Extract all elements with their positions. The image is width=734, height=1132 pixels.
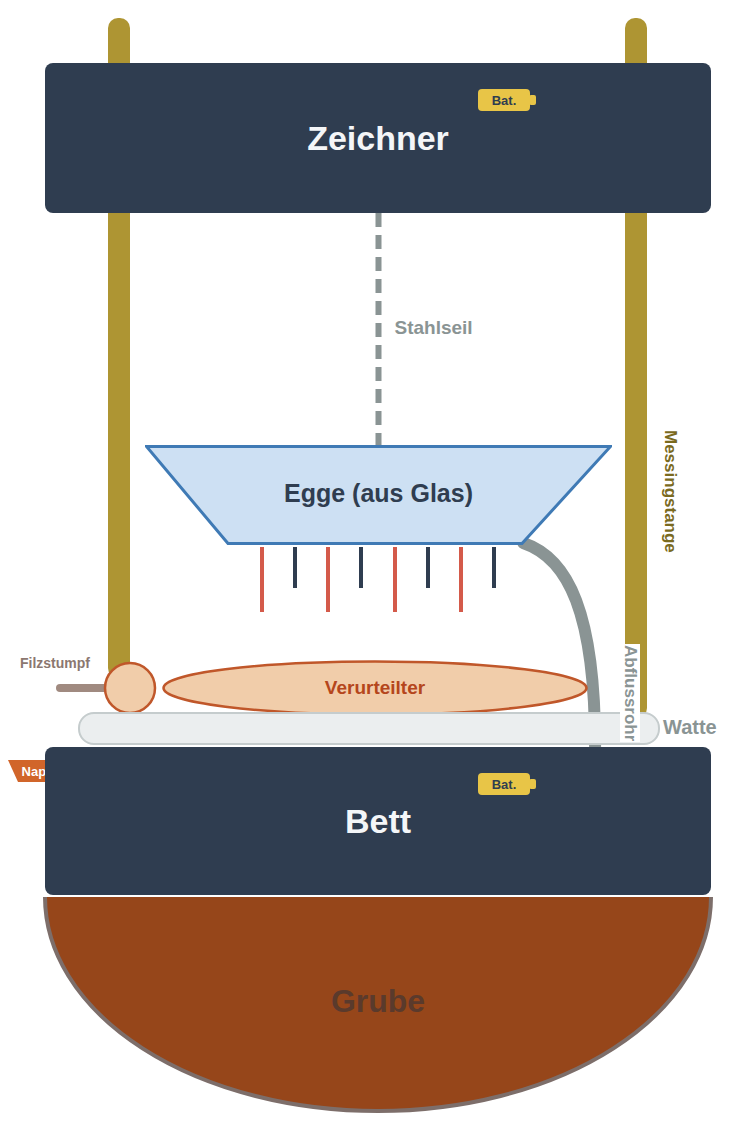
- body-ellipse: [164, 662, 587, 715]
- node-label: Grube: [331, 983, 425, 1020]
- condemned-ellipse: Verurteilter: [162, 660, 588, 716]
- drawer-box: Zeichner Bat.: [45, 63, 711, 213]
- node-label: Watte: [662, 716, 718, 739]
- edge-label: Stahlseil: [395, 317, 473, 339]
- node-label: Bat.: [492, 777, 517, 792]
- cotton-band: Watte: [78, 712, 660, 745]
- node-label: Zeichner: [307, 119, 449, 158]
- battery-terminal: [529, 779, 536, 789]
- felt-stub: [60, 684, 104, 692]
- pit-fill: [45, 897, 711, 1111]
- edge-label: Abflussrohr: [620, 644, 640, 742]
- pit-rim: [45, 897, 711, 1111]
- battery-badge: Bat.: [478, 773, 530, 795]
- rod-label: Messingstange: [660, 430, 680, 553]
- node-label: Egge (aus Glas): [284, 479, 473, 508]
- harrow-trapezoid: Egge (aus Glas): [145, 445, 612, 545]
- node-label: Bett: [345, 802, 411, 841]
- bed-box: Bett Bat.: [45, 747, 711, 895]
- stub-label: Filzstumpf: [20, 655, 90, 671]
- harrow-glass: [147, 447, 611, 544]
- head: [105, 663, 155, 713]
- battery-badge: Bat.: [478, 89, 530, 111]
- node-label: Verurteilter: [325, 677, 425, 699]
- battery-terminal: [529, 95, 536, 105]
- steel-cable: [376, 213, 382, 445]
- pit-shape: Grube: [43, 895, 713, 1115]
- node-label: Bat.: [492, 93, 517, 108]
- needles: [262, 547, 494, 612]
